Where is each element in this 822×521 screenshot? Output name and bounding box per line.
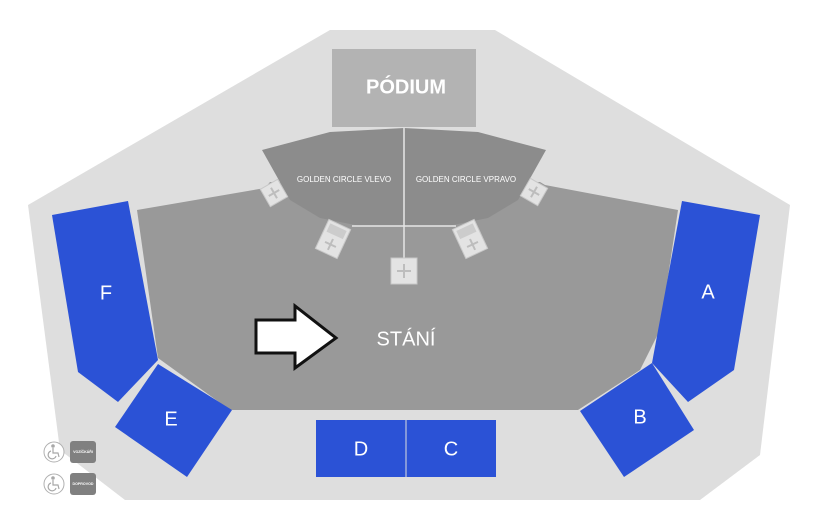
sector-d[interactable] [316,420,406,477]
legend-companion: DOPROVOD [43,473,96,495]
sector-c[interactable] [406,420,496,477]
arrow-right-icon [254,302,339,371]
sector-b[interactable] [580,363,694,477]
legend-badge-wheelchair-text: VOZÍČKÁŘI [73,449,93,454]
golden-circle-right[interactable] [404,128,546,226]
stage [332,49,476,127]
sector-b-label: B [633,406,646,428]
golden-circle-right-label: GOLDEN CIRCLE VPRAVO [416,175,516,184]
legend-badge-companion-text: DOPROVOD [73,482,94,486]
stage-label: PÓDIUM [366,74,446,98]
sector-f[interactable] [52,201,158,402]
golden-circle-left[interactable] [262,128,404,226]
sector-e[interactable] [115,364,232,477]
sector-f-label: F [100,282,112,304]
sector-a-label: A [701,281,715,303]
golden-circle-left-label: GOLDEN CIRCLE VLEVO [297,175,391,184]
legend-badge-companion [70,473,96,495]
sector-e-label: E [164,408,177,430]
entrance-marker-center [390,257,418,285]
sector-c-label: C [444,438,458,460]
entrance-marker-right-1 [519,177,549,207]
sector-a[interactable] [652,201,760,402]
legend-wheelchair: VOZÍČKÁŘI [43,441,96,463]
entrance-marker-left-2 [314,218,352,260]
standing-label: STÁNÍ [377,327,436,350]
entrance-marker-right-2 [451,218,489,260]
sector-d-label: D [354,438,368,460]
entrance-marker-left-1 [259,178,289,208]
legend-badge-wheelchair [70,441,96,463]
